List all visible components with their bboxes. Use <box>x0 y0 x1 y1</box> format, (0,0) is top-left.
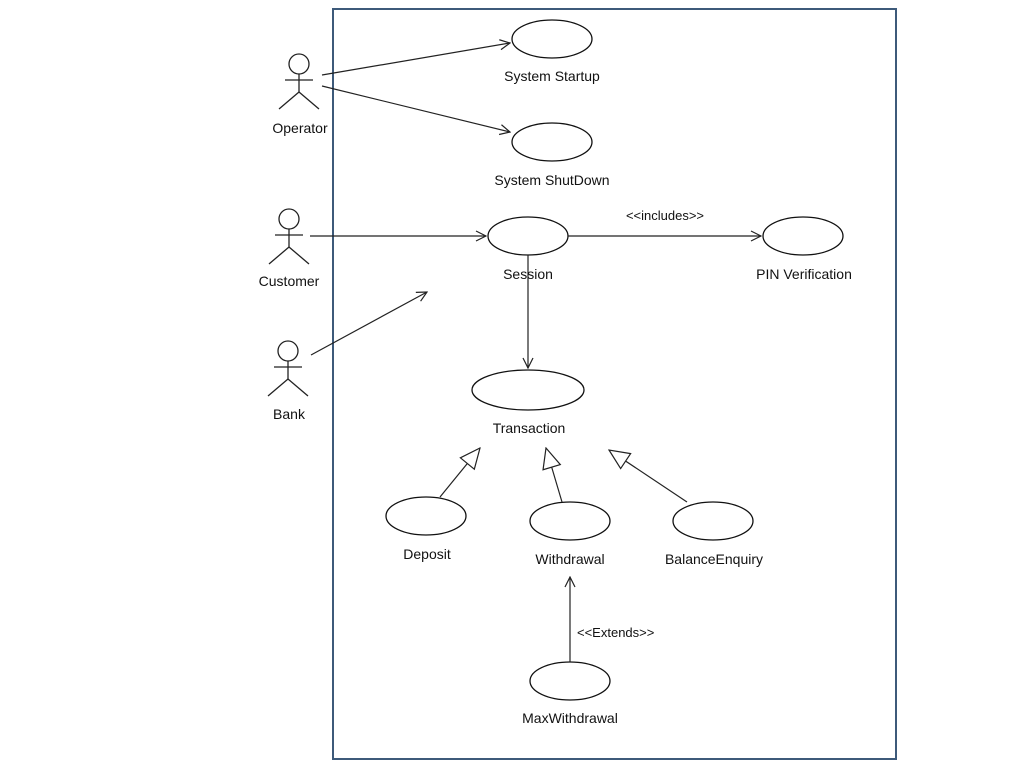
use-case-deposit-label: Deposit <box>403 546 451 562</box>
actor-customer-icon[interactable] <box>268 208 310 265</box>
extends-stereotype-label: <<Extends>> <box>577 625 654 640</box>
use-case-balance-enquiry-label: BalanceEnquiry <box>665 551 763 567</box>
use-case-system-startup-label: System Startup <box>504 68 600 84</box>
use-case-session-label: Session <box>503 266 553 282</box>
association-operator-system-startup <box>321 43 510 76</box>
use-case-transaction-label: Transaction <box>493 420 566 436</box>
generalization-deposit-transaction <box>439 448 480 498</box>
use-case-withdrawal-label: Withdrawal <box>535 551 604 567</box>
system-boundary <box>332 8 897 760</box>
generalization-balance-enquiry-transaction <box>609 450 688 503</box>
use-case-transaction-ellipse[interactable] <box>471 369 585 411</box>
use-case-deposit-ellipse[interactable] <box>385 496 467 536</box>
actor-bank-label: Bank <box>273 406 306 422</box>
use-case-session-ellipse[interactable] <box>487 216 569 256</box>
use-case-max-withdrawal-ellipse[interactable] <box>529 661 611 701</box>
association-operator-system-shutdown <box>321 85 510 132</box>
use-case-max-withdrawal-label: MaxWithdrawal <box>522 710 618 726</box>
use-case-pin-verification-ellipse[interactable] <box>762 216 844 256</box>
use-case-pin-verification-label: PIN Verification <box>756 266 852 282</box>
generalization-withdrawal-transaction <box>546 448 563 503</box>
actor-bank-icon[interactable] <box>267 340 309 397</box>
use-case-balance-enquiry-ellipse[interactable] <box>672 501 754 541</box>
association-bank-session <box>310 292 427 356</box>
actor-operator-icon[interactable] <box>278 53 320 110</box>
actor-operator-label: Operator <box>272 120 328 136</box>
includes-stereotype-label: <<includes>> <box>626 208 704 223</box>
actor-customer-label: Customer <box>259 273 320 289</box>
use-case-system-startup-ellipse[interactable] <box>511 19 593 59</box>
use-case-system-shutdown-ellipse[interactable] <box>511 122 593 162</box>
use-case-system-shutdown-label: System ShutDown <box>494 172 609 188</box>
use-case-withdrawal-ellipse[interactable] <box>529 501 611 541</box>
